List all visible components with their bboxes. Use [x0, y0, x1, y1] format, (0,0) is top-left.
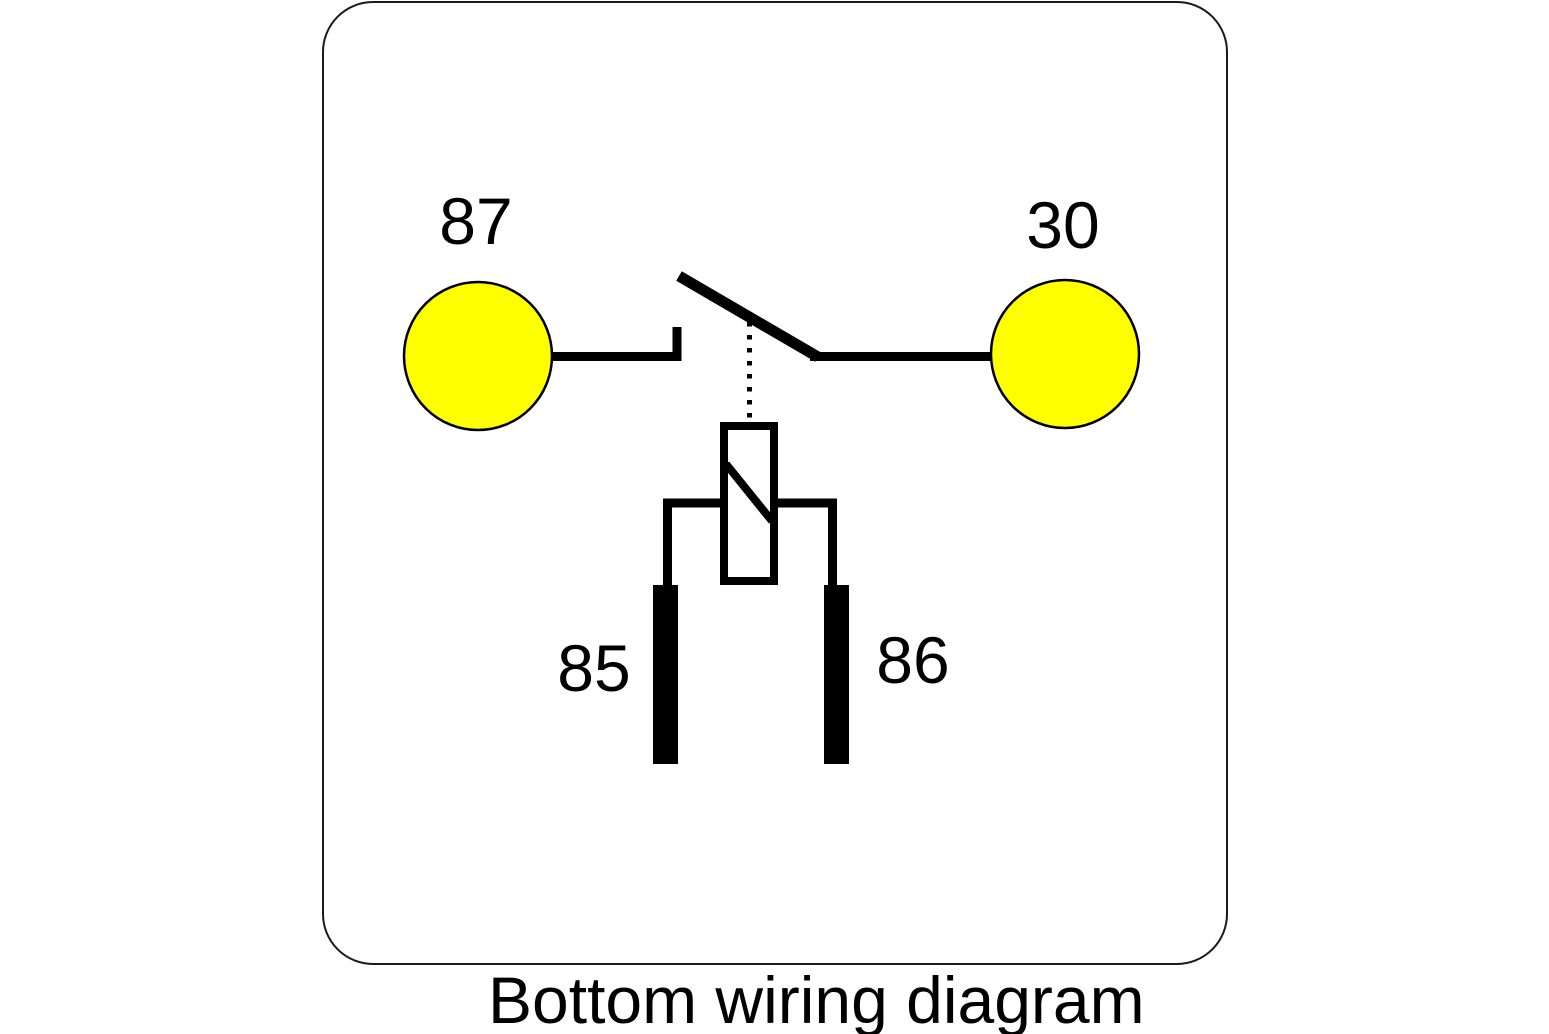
- terminal-87-circle: [402, 280, 554, 432]
- terminal-85-bar: [653, 585, 678, 764]
- diagram-caption: Bottom wiring diagram: [488, 963, 1145, 1034]
- terminal-86-bar: [824, 585, 849, 764]
- pin-label-85: 85: [557, 631, 631, 705]
- pin-label-87: 87: [439, 184, 513, 258]
- pin-label-30: 30: [1026, 188, 1100, 262]
- switch-blade: [676, 271, 821, 362]
- pin-label-86: 86: [876, 623, 950, 697]
- terminal-30-circle: [989, 278, 1141, 430]
- coil-body: [720, 422, 778, 585]
- diagram-border: [322, 1, 1228, 965]
- coil-diagonal-mark: [722, 461, 776, 524]
